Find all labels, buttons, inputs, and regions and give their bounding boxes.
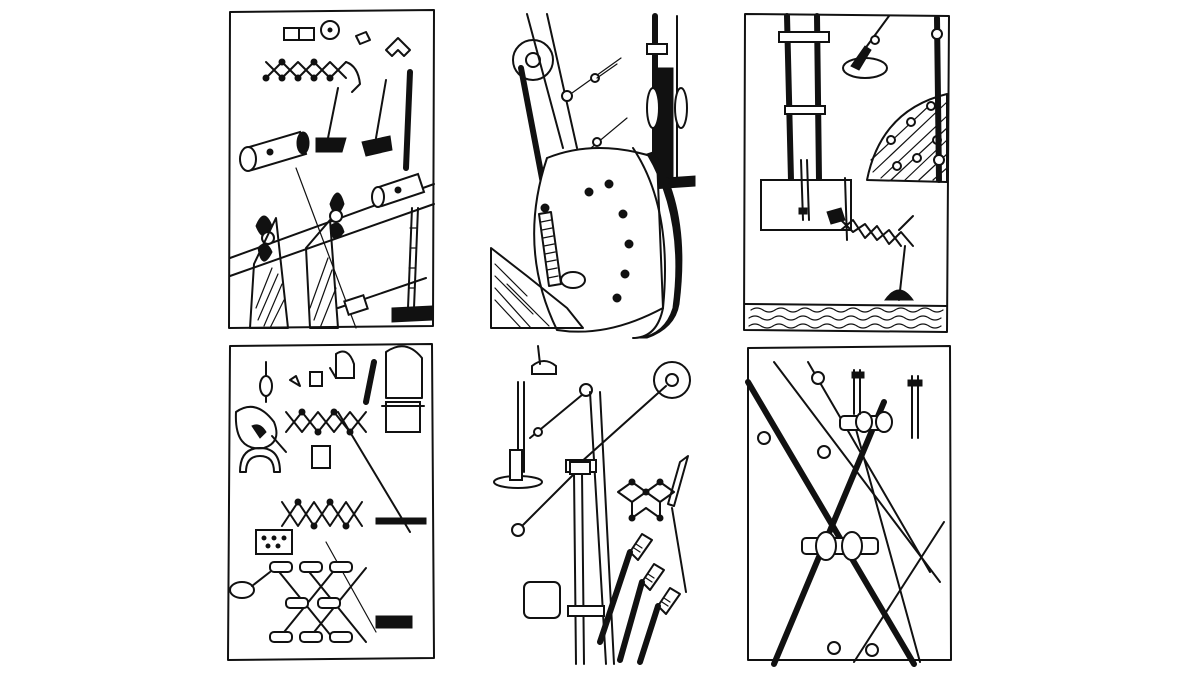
sketch-panel-3 (741, 10, 953, 336)
sketch-drawing-6 (745, 345, 952, 667)
sketch-drawing-2 (490, 13, 696, 339)
bucket (523, 581, 561, 619)
roller-right (371, 172, 426, 208)
small-tools (259, 345, 425, 433)
sketch-panel-5 (490, 342, 700, 665)
sketch-drawing-5 (493, 345, 691, 665)
sketch-frame (743, 13, 950, 333)
hatched-brushes (597, 455, 689, 665)
claw-grabber (842, 15, 890, 79)
sketch-panel-4 (226, 342, 438, 662)
brush-tools (315, 69, 413, 171)
corner-bracket (385, 37, 411, 57)
hanging-tools (851, 369, 923, 439)
oval-mirror (229, 581, 255, 599)
tower (760, 13, 852, 241)
brush-head (391, 305, 433, 323)
link-net (617, 478, 675, 522)
propeller-right (329, 192, 345, 240)
spools (757, 371, 893, 657)
bottom-brush (375, 615, 413, 629)
sketch-drawing-3 (743, 13, 950, 333)
flat-brush (375, 517, 427, 525)
magnet-tool (239, 447, 281, 473)
lattice-rollers (269, 561, 367, 643)
hatched-leg (249, 217, 289, 329)
dome-base (884, 289, 914, 301)
dotted-basket (255, 529, 293, 555)
screw-part (355, 31, 371, 45)
roller-cylinder (239, 130, 310, 172)
pulley-wheel (512, 39, 554, 81)
sketch-panel-2 (487, 8, 699, 339)
scissor-linkage (262, 58, 361, 93)
clamp (567, 605, 605, 617)
telescoping-arm (826, 207, 914, 301)
lamp-shade (385, 345, 423, 399)
sketch-frame (747, 345, 952, 661)
curved-tool (234, 405, 287, 453)
sketch-panel-6 (744, 342, 954, 667)
sketch-panel-1 (226, 8, 438, 330)
sketch-drawing-1 (228, 9, 435, 329)
scissor-arm-lower (281, 498, 363, 530)
sketch-drawing-4 (227, 343, 435, 661)
